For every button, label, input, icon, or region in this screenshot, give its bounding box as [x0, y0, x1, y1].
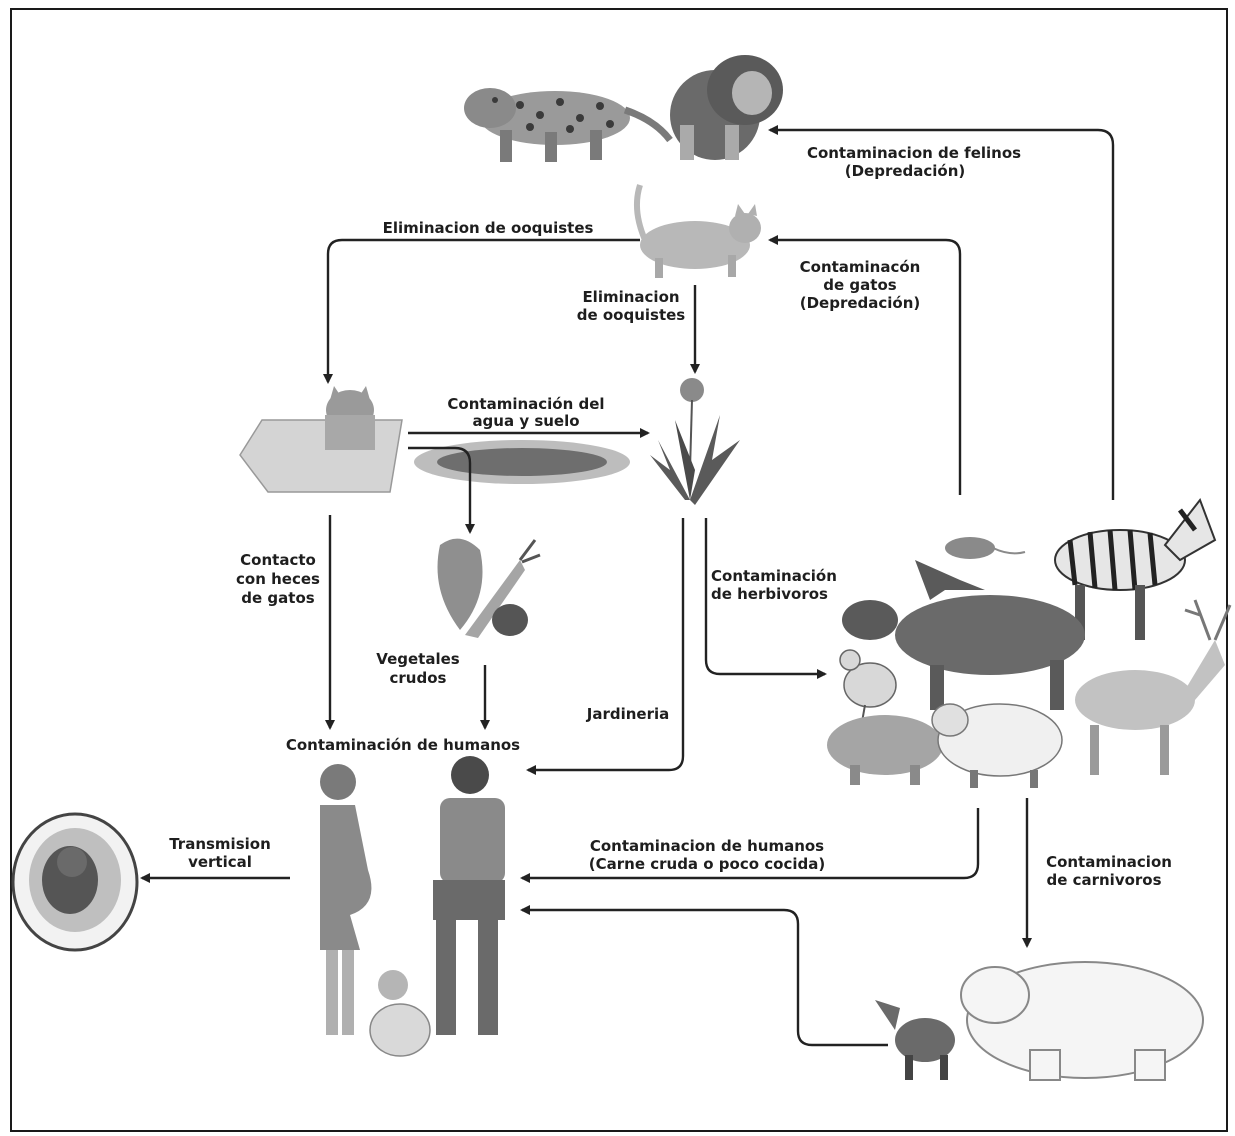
label-raw-vegetables: Vegetales crudos: [376, 650, 459, 687]
pregnant-woman-illustration: [320, 764, 371, 1035]
svg-text:(Depredación): (Depredación): [800, 294, 921, 312]
label-cat-feces-contact: Contacto con heces de gatos: [236, 551, 320, 607]
svg-text:Contaminacion de humanos: Contaminacion de humanos: [590, 837, 824, 855]
label-humans-contamination: Contaminación de humanos: [286, 736, 520, 754]
svg-text:(Depredación): (Depredación): [845, 162, 966, 180]
label-water-soil-contamination: Contaminación del agua y suelo: [447, 395, 604, 430]
svg-text:agua y suelo: agua y suelo: [472, 412, 579, 430]
deer-illustration: [1075, 600, 1230, 775]
label-carnivores-contamination: Contaminacion de carnivoros: [1046, 853, 1172, 889]
label-cats-contamination: Contaminacón de gatos (Depredación): [800, 258, 921, 312]
svg-text:de gatos: de gatos: [241, 589, 314, 607]
label-raw-meat-human-contamination: Contaminacion de humanos (Carne cruda o …: [589, 837, 825, 873]
svg-text:de herbivoros: de herbivoros: [711, 585, 828, 603]
svg-text:Contaminacion de felinos: Contaminacion de felinos: [807, 144, 1021, 162]
man-illustration: [433, 756, 505, 1035]
fetus-in-womb-illustration: [13, 814, 137, 950]
arrow-to-felines: [770, 130, 1113, 500]
svg-text:Contaminación de humanos: Contaminación de humanos: [286, 736, 520, 754]
sheep-illustration: [932, 704, 1062, 788]
fox-illustration: [875, 1000, 955, 1080]
dandelion-plant-illustration: [650, 378, 740, 505]
rooster-illustration: [840, 650, 896, 722]
litter-box-illustration: [240, 386, 402, 492]
lion-illustration: [670, 55, 783, 160]
svg-text:de gatos: de gatos: [823, 276, 896, 294]
soil-puddle-illustration: [414, 440, 630, 484]
label-oocyst-elimination-down: Eliminacion de ooquistes: [577, 288, 686, 324]
svg-text:crudos: crudos: [390, 669, 447, 687]
svg-text:Jardineria: Jardineria: [586, 705, 670, 723]
cat-illustration: [637, 185, 761, 278]
svg-text:Vegetales: Vegetales: [376, 650, 459, 668]
svg-text:Transmision: Transmision: [169, 835, 271, 853]
svg-text:con heces: con heces: [236, 570, 320, 588]
arrow-carnivore-to-humans: [522, 910, 888, 1045]
svg-text:de ooquistes: de ooquistes: [577, 306, 686, 324]
label-oocyst-elimination-left: Eliminacion de ooquistes: [383, 219, 594, 237]
label-gardening: Jardineria: [586, 705, 670, 723]
zebra-illustration: [1055, 500, 1215, 640]
svg-text:Contaminación: Contaminación: [711, 567, 837, 585]
label-herbivores-contamination: Contaminación de herbivoros: [711, 567, 837, 603]
polar-bear-illustration: [961, 962, 1203, 1080]
vegetables-illustration: [438, 539, 541, 638]
arrow-gardening: [528, 518, 683, 770]
svg-text:(Carne cruda o poco cocida): (Carne cruda o poco cocida): [589, 855, 825, 873]
svg-text:Contaminación del: Contaminación del: [447, 395, 604, 413]
jaguar-illustration: [464, 88, 670, 162]
svg-text:Contaminacion: Contaminacion: [1046, 853, 1172, 871]
svg-text:Eliminacion: Eliminacion: [582, 288, 679, 306]
label-vertical-transmission: Transmision vertical: [169, 835, 271, 871]
svg-text:Eliminacion de ooquistes: Eliminacion de ooquistes: [383, 219, 594, 237]
svg-text:Contacto: Contacto: [240, 551, 316, 569]
child-illustration: [370, 970, 430, 1056]
label-felines-contamination: Contaminacion de felinos (Depredación): [807, 144, 1021, 180]
svg-text:vertical: vertical: [188, 853, 252, 871]
pig-illustration: [827, 715, 943, 785]
mouse-bird-illustration: [915, 537, 1025, 600]
svg-text:Contaminacón: Contaminacón: [800, 258, 921, 276]
svg-text:de carnivoros: de carnivoros: [1046, 871, 1161, 889]
